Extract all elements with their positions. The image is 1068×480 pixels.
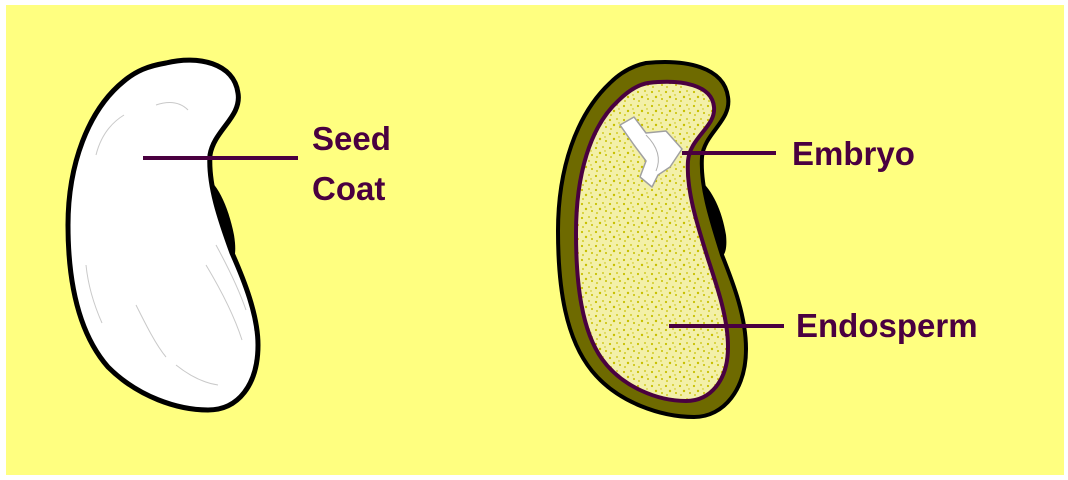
embryo-label: Embryo (792, 135, 915, 172)
seed-coat-label-line1: Seed (312, 120, 391, 157)
seed-cross-section (558, 62, 746, 417)
endosperm-label: Endosperm (796, 307, 978, 344)
seed-diagram: Seed Coat Embryo Endosperm (6, 5, 1064, 475)
diagram-canvas: Seed Coat Embryo Endosperm (6, 5, 1064, 475)
seed-coat-label-line2: Coat (312, 170, 385, 207)
